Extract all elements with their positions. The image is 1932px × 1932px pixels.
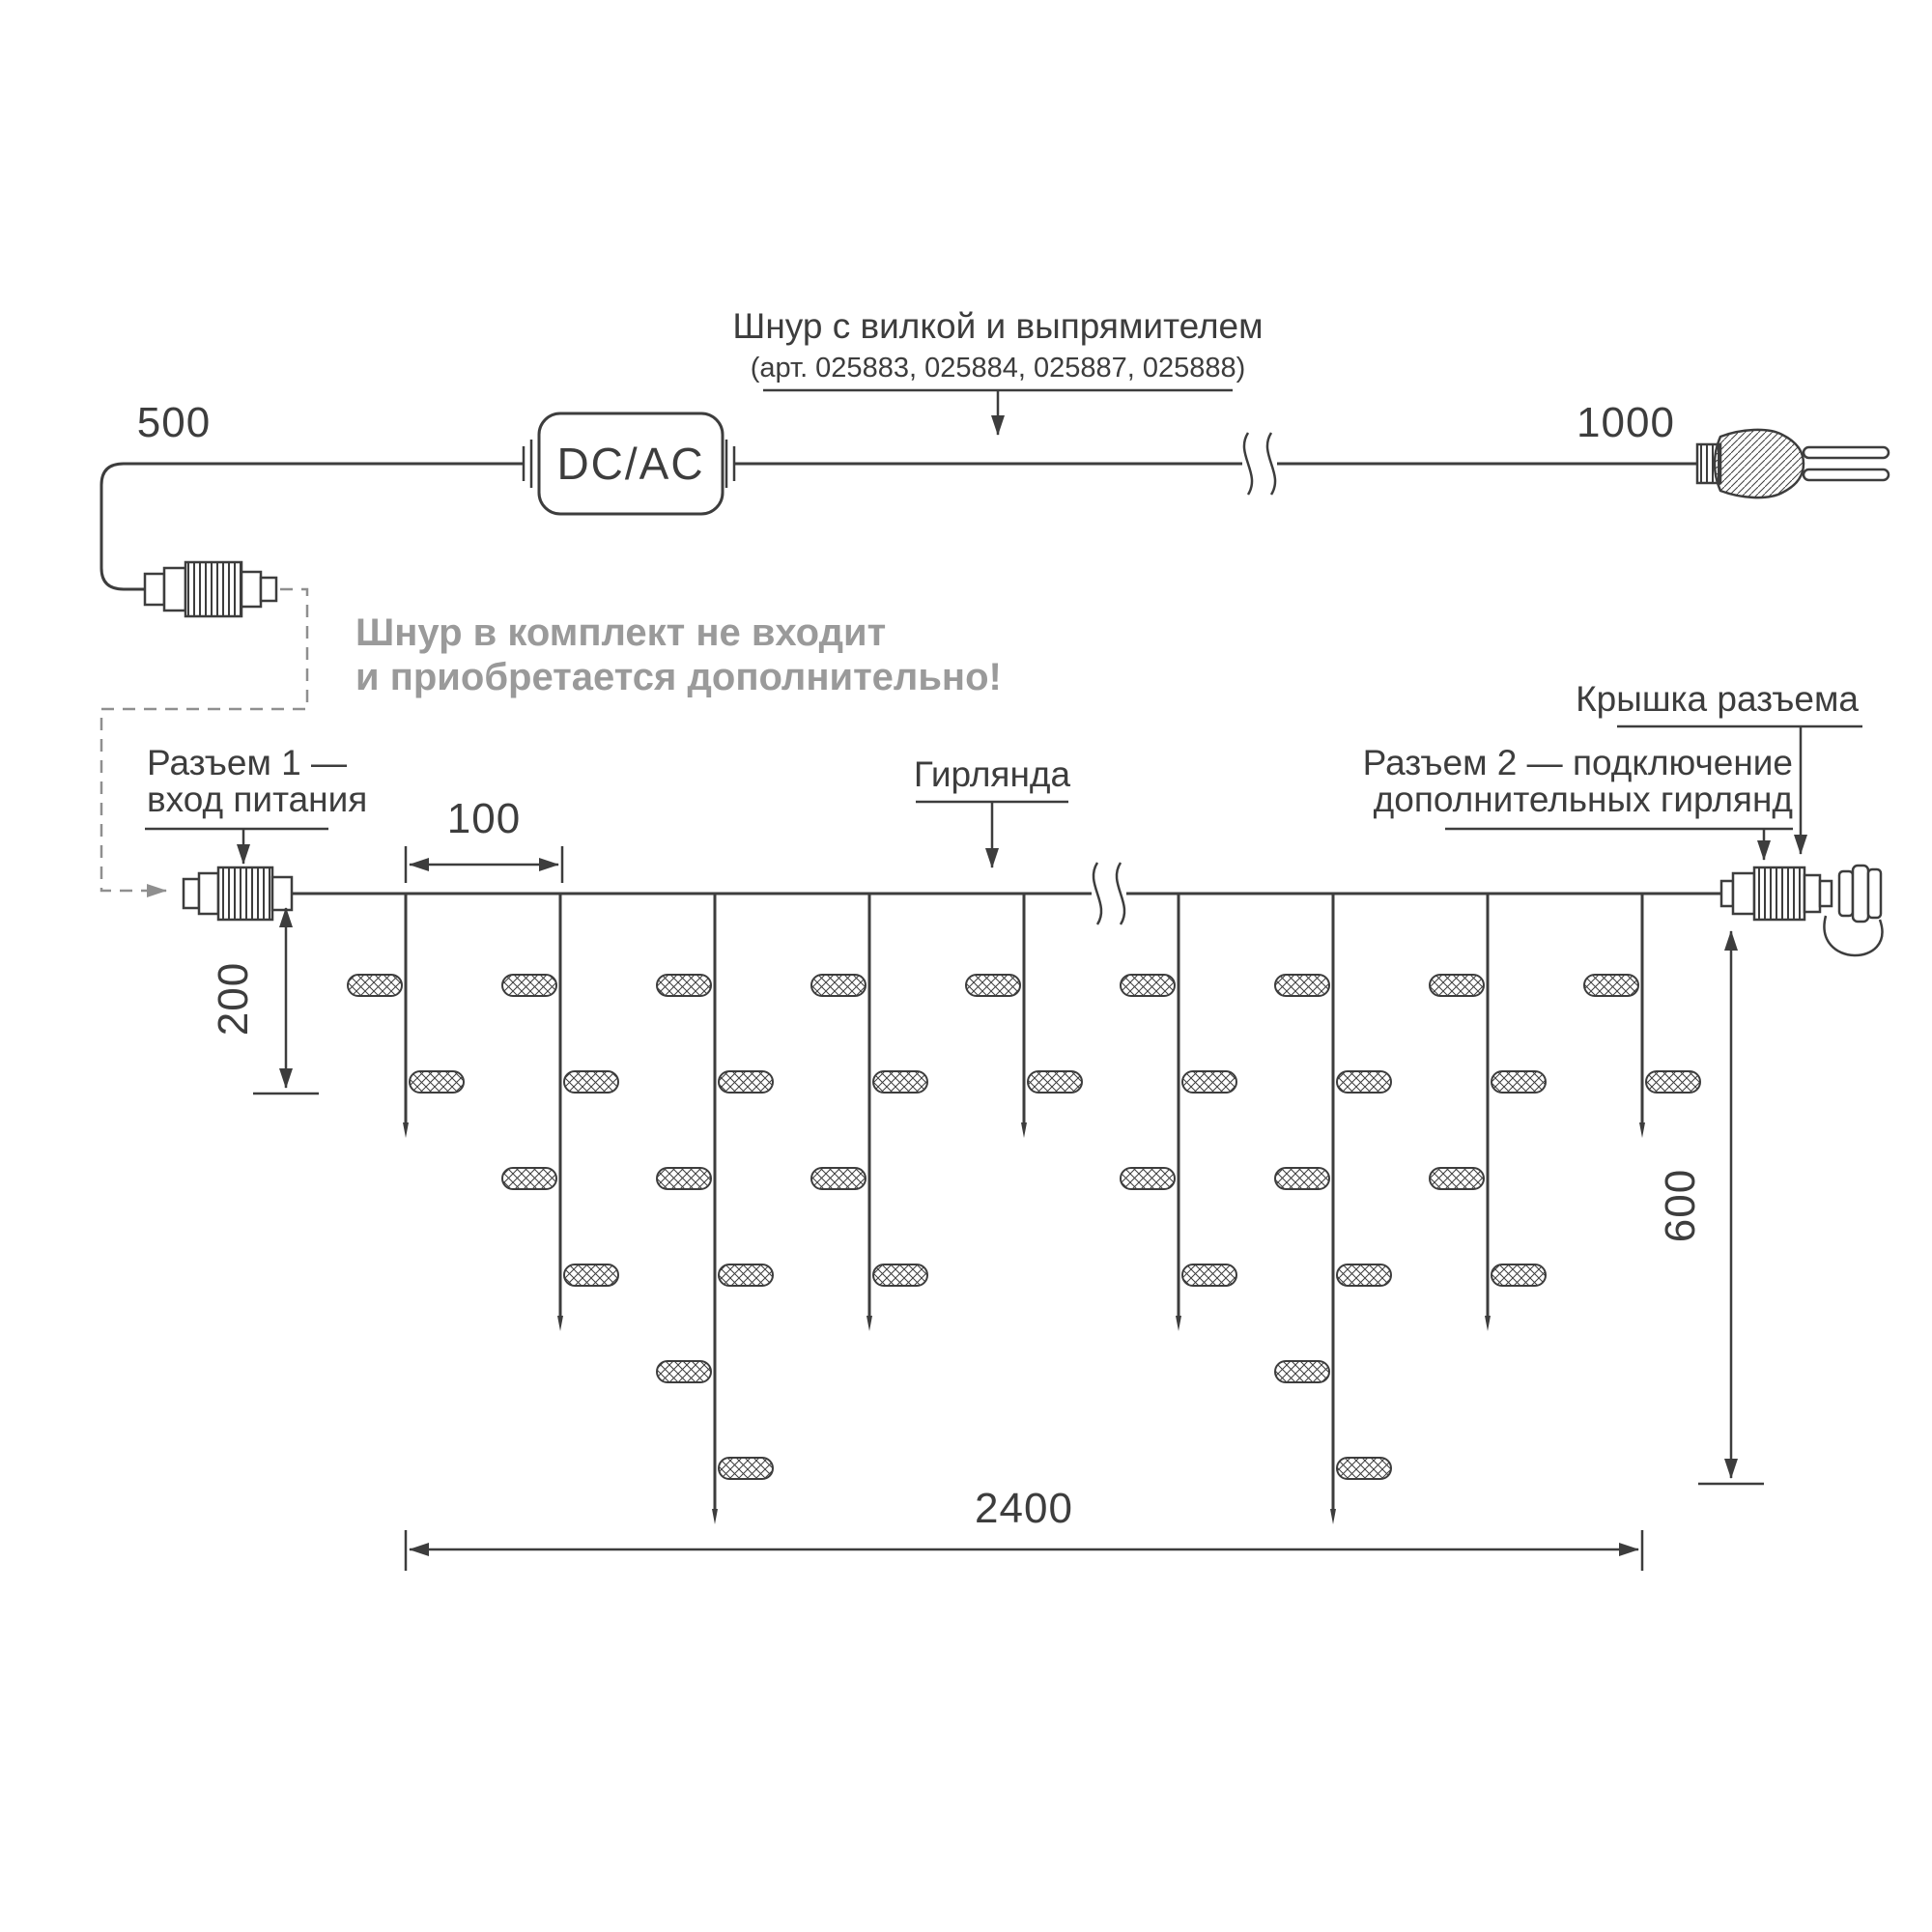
drop-tip (1485, 1316, 1491, 1331)
led-bulb (718, 1264, 774, 1287)
drop-tip (1176, 1316, 1181, 1331)
garland-callout: Гирлянда (914, 754, 1071, 868)
led-bulb (656, 1167, 712, 1190)
connector1-label-line1: Разъем 1 — (147, 743, 347, 782)
connector2-callout: Разъем 2 — подключение дополнительных ги… (1363, 743, 1793, 861)
cap-callout: Крышка разъема (1576, 679, 1862, 855)
note-line-1: Шнур в комплект не входит (355, 611, 886, 654)
dim-2400: 2400 (404, 1485, 1644, 1571)
led-bulb (1181, 1070, 1237, 1094)
led-bulb (1336, 1070, 1392, 1094)
garland-label: Гирлянда (914, 754, 1071, 794)
led-bulb (1181, 1264, 1237, 1287)
note-line-2: и приобретается дополнительно! (355, 656, 1002, 698)
led-bulb (1645, 1070, 1701, 1094)
garland-output-connector (1719, 866, 1833, 922)
connector1-callout: Разъем 1 — вход питания (145, 743, 367, 865)
led-bulb (656, 1360, 712, 1383)
drop-tip (1021, 1122, 1027, 1138)
led-bulb (718, 1457, 774, 1480)
icicle-drops (347, 894, 1701, 1524)
drop-tip (712, 1509, 718, 1524)
led-bulb (1274, 1167, 1330, 1190)
garland-assembly: Разъем 1 — вход питания Гирлянда Разъем … (145, 679, 1884, 1571)
led-bulb (1274, 974, 1330, 997)
cable-break-mark (1115, 862, 1126, 925)
power-plug (1695, 428, 1890, 499)
led-bulb (965, 974, 1021, 997)
drop-tip (403, 1122, 409, 1138)
led-bulb (1027, 1070, 1083, 1094)
drop-tip (1330, 1509, 1336, 1524)
connector2-label-line1: Разъем 2 — подключение (1363, 743, 1793, 782)
led-bulb (347, 974, 403, 997)
dim-500-label: 500 (137, 399, 211, 446)
drop-tip (557, 1316, 563, 1331)
cord-wire-left (99, 462, 524, 591)
power-cord-assembly: 500 1000 Шнур с вилкой и выпрямителем (а… (99, 306, 1890, 897)
dim-600: 600 (1657, 930, 1764, 1486)
led-bulb (1491, 1070, 1547, 1094)
plug-prong (1802, 468, 1890, 482)
led-bulb (1429, 974, 1485, 997)
led-bulb (718, 1070, 774, 1094)
led-bulb (501, 974, 557, 997)
plug-prong (1802, 445, 1890, 460)
dim-100: 100 (404, 795, 564, 883)
dim-1000-label: 1000 (1577, 399, 1675, 446)
led-bulb (1120, 974, 1176, 997)
dim-2400-label: 2400 (975, 1485, 1073, 1532)
led-bulb (810, 1167, 867, 1190)
dim-100-label: 100 (447, 795, 521, 842)
not-included-dashed-path (99, 587, 309, 897)
plug-body (1713, 428, 1805, 499)
led-bulb (872, 1070, 928, 1094)
cable-break-mark (1092, 862, 1103, 925)
cap-lanyard (1823, 915, 1884, 957)
cable-break-mark (1242, 432, 1254, 496)
led-bulb (1491, 1264, 1547, 1287)
dim-600-label: 600 (1657, 1169, 1704, 1242)
dc-ac-converter: DC/AC (522, 412, 736, 516)
drop-tip (867, 1316, 872, 1331)
cord-title: Шнур с вилкой и выпрямителем (732, 306, 1263, 346)
connector1-label-line2: вход питания (147, 780, 367, 819)
cable-break-mark (1265, 432, 1277, 496)
led-bulb (563, 1070, 619, 1094)
dim-200-label: 200 (210, 962, 257, 1036)
garland-input-connector (182, 866, 294, 922)
led-bulb (656, 974, 712, 997)
led-bulb (563, 1264, 619, 1287)
led-bulb (1274, 1360, 1330, 1383)
led-bulb (1583, 974, 1639, 997)
led-bulb (1120, 1167, 1176, 1190)
converter-label: DC/AC (556, 439, 704, 489)
connector-cap (1823, 864, 1884, 957)
cord-output-connector (143, 560, 278, 618)
led-bulb (1336, 1457, 1392, 1480)
connector2-label-line2: дополнительных гирлянд (1374, 780, 1793, 819)
led-bulb (409, 1070, 465, 1094)
led-bulb (810, 974, 867, 997)
led-bulb (872, 1264, 928, 1287)
cord-article-numbers: (арт. 025883, 025884, 025887, 025888) (751, 353, 1246, 384)
led-bulb (1429, 1167, 1485, 1190)
dim-200: 200 (210, 907, 319, 1095)
converter-body (537, 412, 724, 516)
drop-tip (1639, 1122, 1645, 1138)
cap-label: Крышка разъема (1576, 679, 1859, 719)
led-bulb (501, 1167, 557, 1190)
led-bulb (1336, 1264, 1392, 1287)
